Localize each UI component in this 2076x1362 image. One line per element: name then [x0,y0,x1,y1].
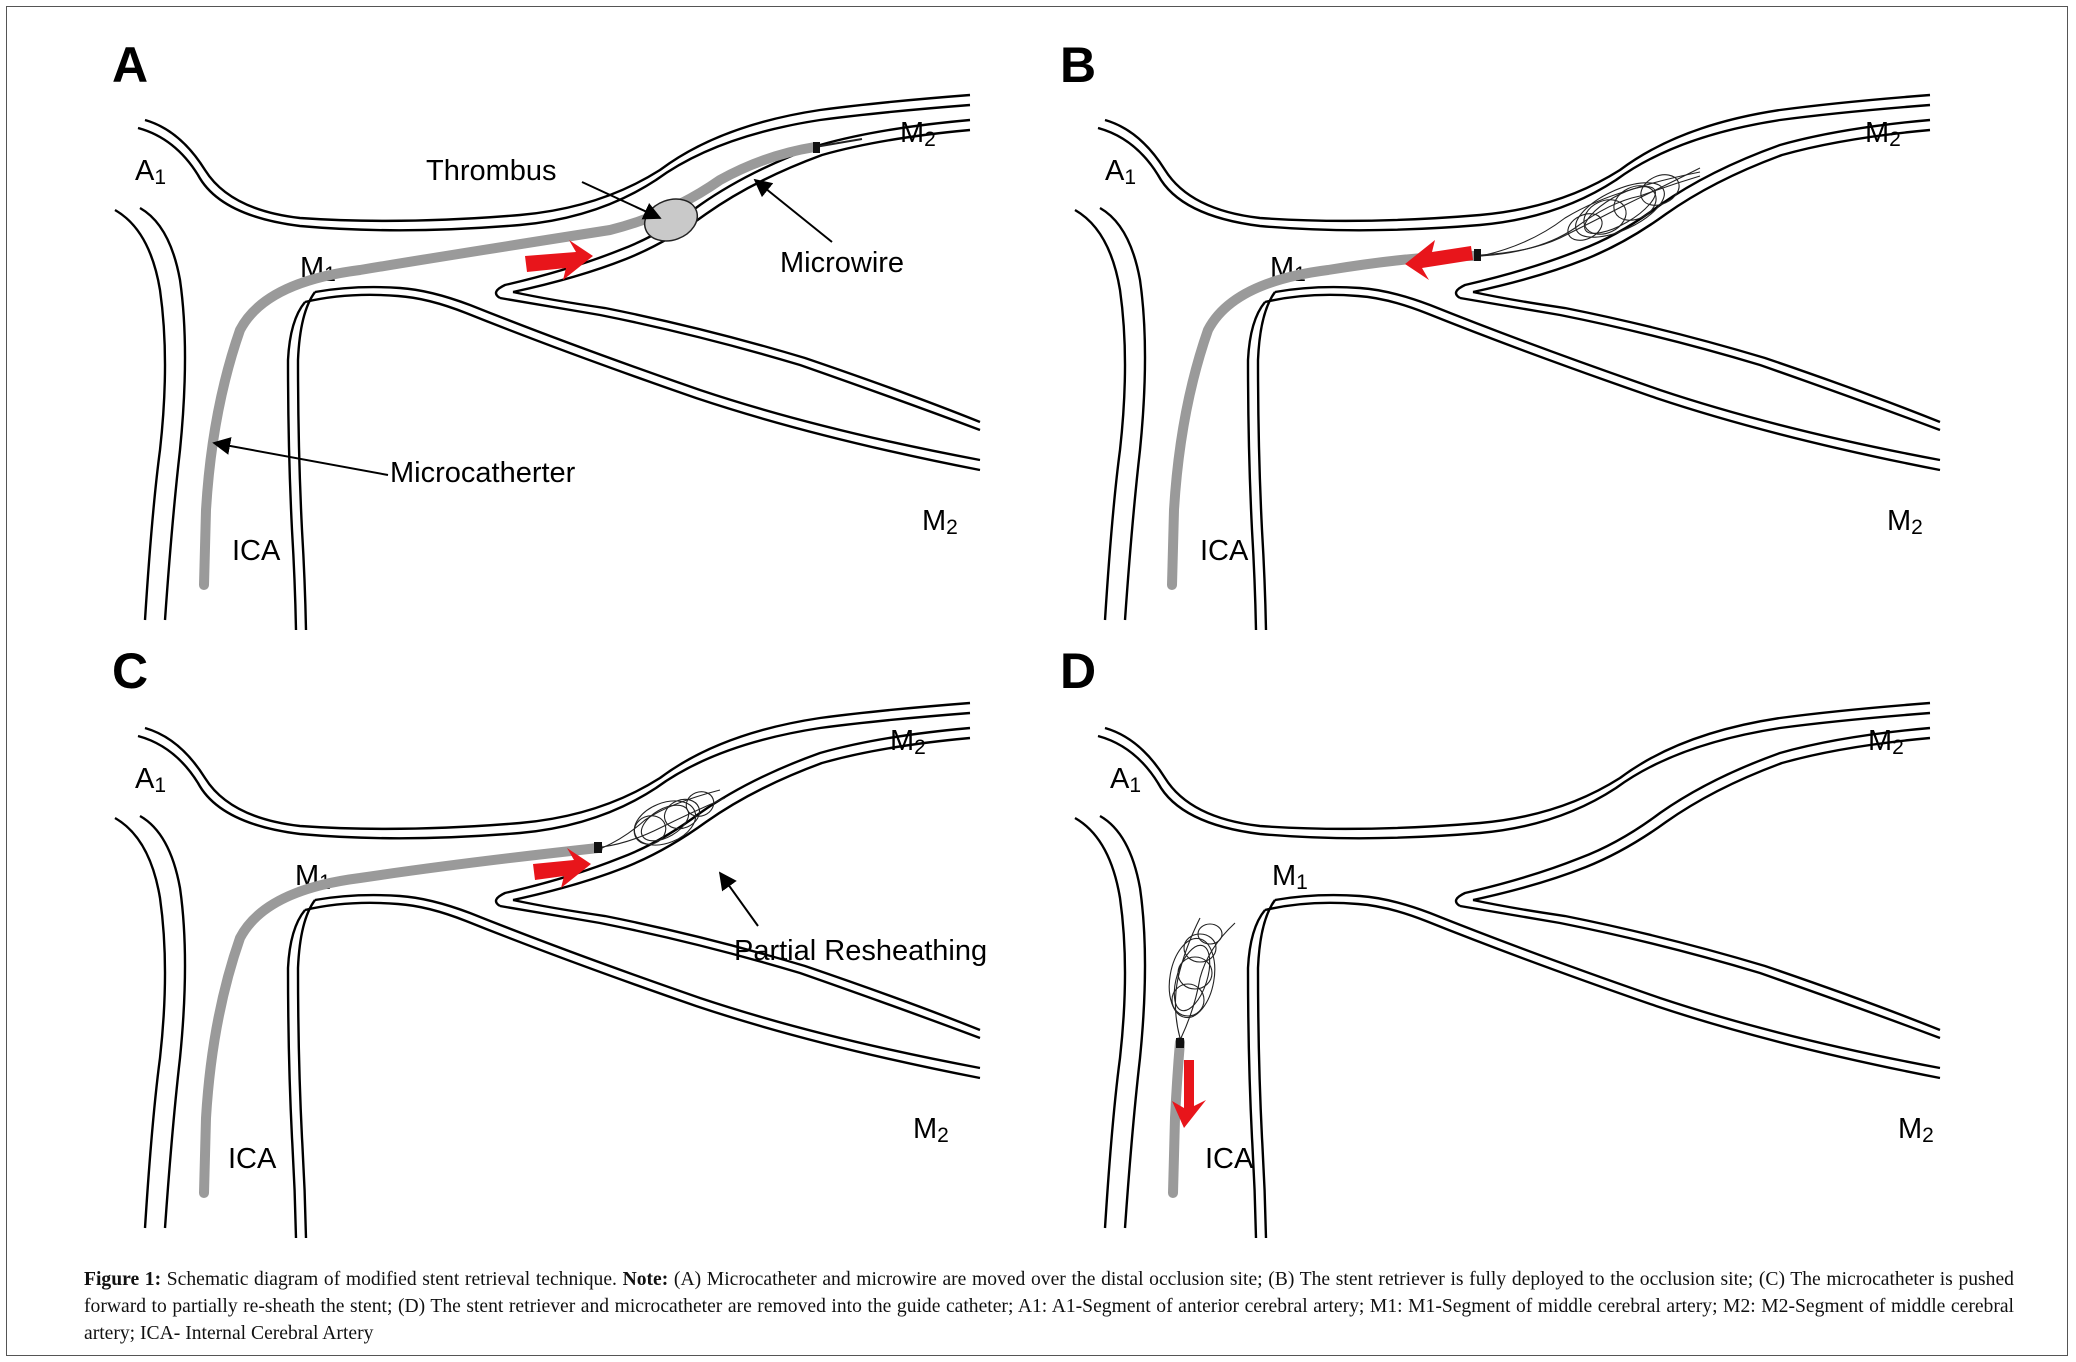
microcatheter-label: Microcatherter [390,457,576,489]
catheter-marker [1474,249,1481,261]
label-m2-lower: M2 [913,1113,949,1147]
catheter-marker [1176,1038,1184,1048]
panel-label: C [112,643,148,699]
label-ica: ICA [1200,535,1249,567]
catheter-marker [594,842,602,853]
label-m2-lower: M2 [1898,1113,1934,1147]
label-a1: A1 [135,763,166,797]
microwire-pointer [755,180,832,242]
label-a1: A1 [1110,763,1141,797]
pull-arrow [1405,240,1473,280]
stent-retriever [1163,918,1235,1038]
label-m2-lower: M2 [922,505,958,539]
label-ica: ICA [228,1143,277,1175]
microcatheter [204,147,815,585]
panel-d: D A1 M1 M2 M2 ICA [1060,638,1980,1238]
figure-caption: Figure 1: Schematic diagram of modified … [84,1266,2014,1347]
label-a1: A1 [1105,155,1136,189]
label-ica: ICA [1205,1143,1254,1175]
partial-resheathing-label: Partial Resheathing [734,935,987,967]
panel-a: A A1 M1 M2 M2 ICA Thrombus Microwire Mic… [100,30,1020,630]
microcatheter-pointer [214,443,388,475]
panel-label: B [1060,37,1096,93]
label-ica: ICA [232,535,281,567]
thrombus-label: Thrombus [426,155,557,187]
panel-label: A [112,37,148,93]
panel-b: B A1 M1 M2 M2 ICA [1060,30,1980,630]
resheathing-pointer [720,873,758,926]
label-m2-upper: M2 [890,725,926,759]
caption-note-label: Note: [623,1269,669,1290]
microcatheter [1173,1042,1180,1193]
caption-label: Figure 1: [84,1269,161,1290]
microcatheter [204,848,598,1193]
label-m2-lower: M2 [1887,505,1923,539]
label-m2-upper: M2 [900,117,936,151]
caption-text-1: Schematic diagram of modified stent retr… [161,1269,622,1290]
label-m2-upper: M2 [1865,117,1901,151]
label-a1: A1 [135,155,166,189]
catheter-marker [813,142,820,153]
label-m1: M1 [1272,860,1308,894]
panel-label: D [1060,643,1096,699]
microwire-label: Microwire [780,247,904,279]
panel-c: C A1 M1 M2 M2 ICA Partial Resheathing [100,638,1020,1238]
